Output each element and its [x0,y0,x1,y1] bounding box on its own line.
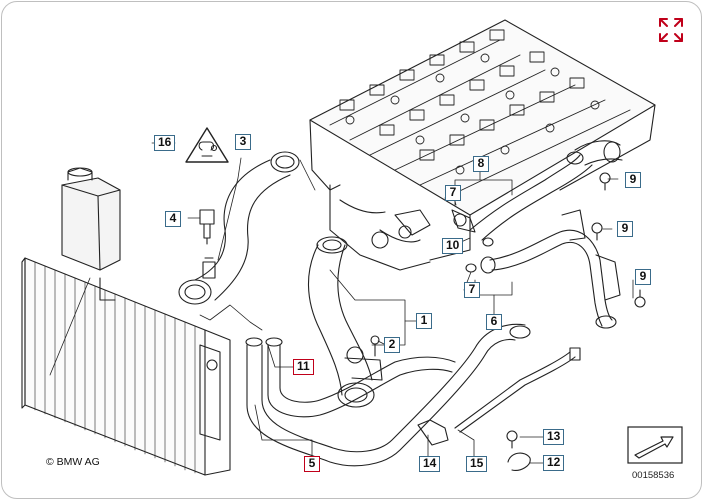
hose-1-illustration [307,236,383,408]
hose-3-illustration [178,151,300,305]
temperature-sensor-illustration [199,209,215,245]
callout-9-lower[interactable]: 9 [635,269,651,285]
callout-6[interactable]: 6 [486,314,502,330]
expansion-tank-illustration [61,167,121,271]
callout-10[interactable]: 10 [442,238,464,254]
diagram-reference-number: 00158536 [632,470,675,481]
copyright-text: © BMW AG [46,456,100,468]
cylinder-head-illustration [309,19,656,271]
callout-7-upper[interactable]: 7 [445,185,461,201]
callout-12[interactable]: 12 [543,455,565,471]
callout-11[interactable]: 11 [293,359,314,375]
callout-15[interactable]: 15 [466,456,488,472]
callout-8[interactable]: 8 [473,156,489,172]
leader-lines [49,142,634,464]
callout-3[interactable]: 3 [235,134,251,150]
pipe-6-illustration [480,209,621,329]
expand-arrows-icon[interactable] [657,16,685,44]
callout-9-middle[interactable]: 9 [617,221,633,237]
bolt-illustrations [591,172,646,308]
next-page-arrow-icon[interactable] [625,425,685,465]
pipe-8-illustration [451,140,623,241]
callout-16[interactable]: 16 [154,135,176,151]
callout-5[interactable]: 5 [304,456,320,472]
screw-illustration [370,335,380,357]
callout-2[interactable]: 2 [384,337,400,353]
radiator-illustration [21,257,231,476]
hot-coolant-warning-icon [185,127,229,163]
callout-9-upper[interactable]: 9 [625,172,641,188]
callout-1[interactable]: 1 [416,313,432,329]
bracket-clamp-illustrations [417,419,531,471]
callout-14[interactable]: 14 [419,456,441,472]
pipe-5-illustration [245,323,531,467]
hose-15-illustration [454,347,581,433]
callout-13[interactable]: 13 [543,429,565,445]
callout-7-lower[interactable]: 7 [464,282,480,298]
callout-4[interactable]: 4 [165,211,181,227]
